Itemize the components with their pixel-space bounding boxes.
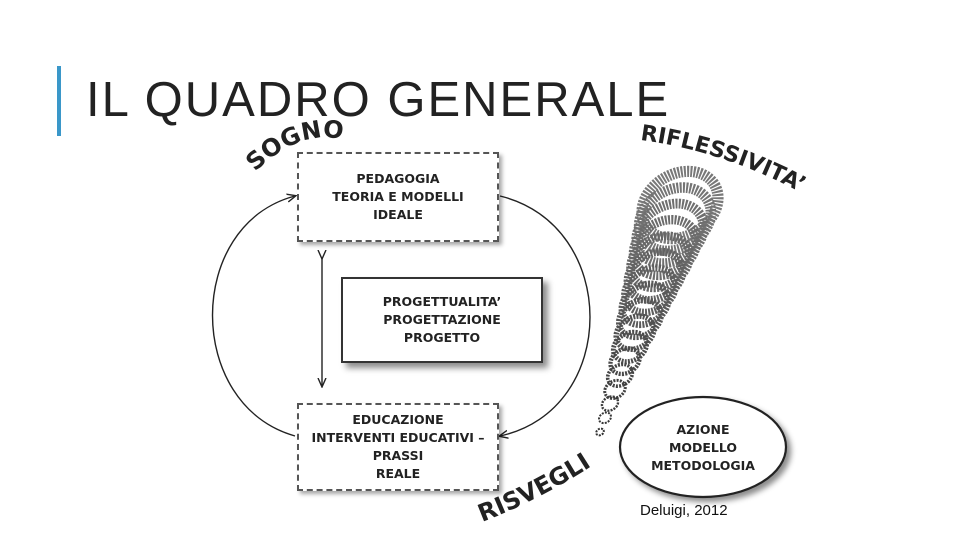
label-riflessivita: RIFLESSIVITA’: [639, 121, 809, 198]
box-line: REALE: [375, 466, 421, 481]
spiral-ring: [595, 427, 605, 437]
slide-title: IL QUADRO GENERALE: [86, 73, 671, 127]
spiral-ring: [618, 280, 672, 329]
box-line: PEDAGOGIA: [356, 171, 440, 186]
spiral-ring: [603, 378, 627, 400]
left-cycle-arrow: [211, 196, 296, 437]
box-pedagogia: PEDAGOGIA TEORIA E MODELLI IDEALE: [297, 152, 499, 242]
citation: Deluigi, 2012: [640, 502, 728, 519]
box-line: EDUCAZIONE: [352, 412, 444, 427]
box-line: INTERVENTI EDUCATIVI –: [311, 430, 485, 445]
spiral-ring: [615, 296, 665, 341]
oval-line: METODOLOGIA: [651, 458, 755, 473]
spiral-ring: [600, 395, 620, 412]
oval-line: AZIONE: [676, 422, 730, 437]
spiral-ring: [598, 411, 612, 425]
box-line: PRASSI: [372, 448, 424, 463]
spiral-ring: [608, 346, 642, 377]
box-progettualita: PROGETTUALITA’ PROGETTAZIONE PROGETTO: [341, 277, 543, 363]
title-accent-bar: [57, 66, 61, 136]
box-line: TEORIA E MODELLI: [332, 189, 464, 204]
oval-line: MODELLO: [668, 440, 738, 455]
box-line: PROGETTUALITA’: [382, 294, 502, 309]
spiral-ring: [613, 313, 657, 353]
spiral-ring: [623, 247, 687, 305]
box-line: IDEALE: [373, 207, 423, 222]
spiral-ring: [605, 362, 635, 388]
oval-label: AZIONE MODELLO METODOLOGIA: [640, 417, 766, 479]
right-cycle-arrow: [500, 195, 591, 436]
box-line: PROGETTO: [403, 330, 481, 345]
spiral-ring: [610, 329, 650, 365]
box-educazione: EDUCAZIONE INTERVENTI EDUCATIVI – PRASSI…: [297, 403, 499, 491]
spiral-coil-icon: [595, 165, 724, 437]
oval-shape: [618, 395, 788, 499]
box-line: PROGETTAZIONE: [383, 312, 501, 327]
